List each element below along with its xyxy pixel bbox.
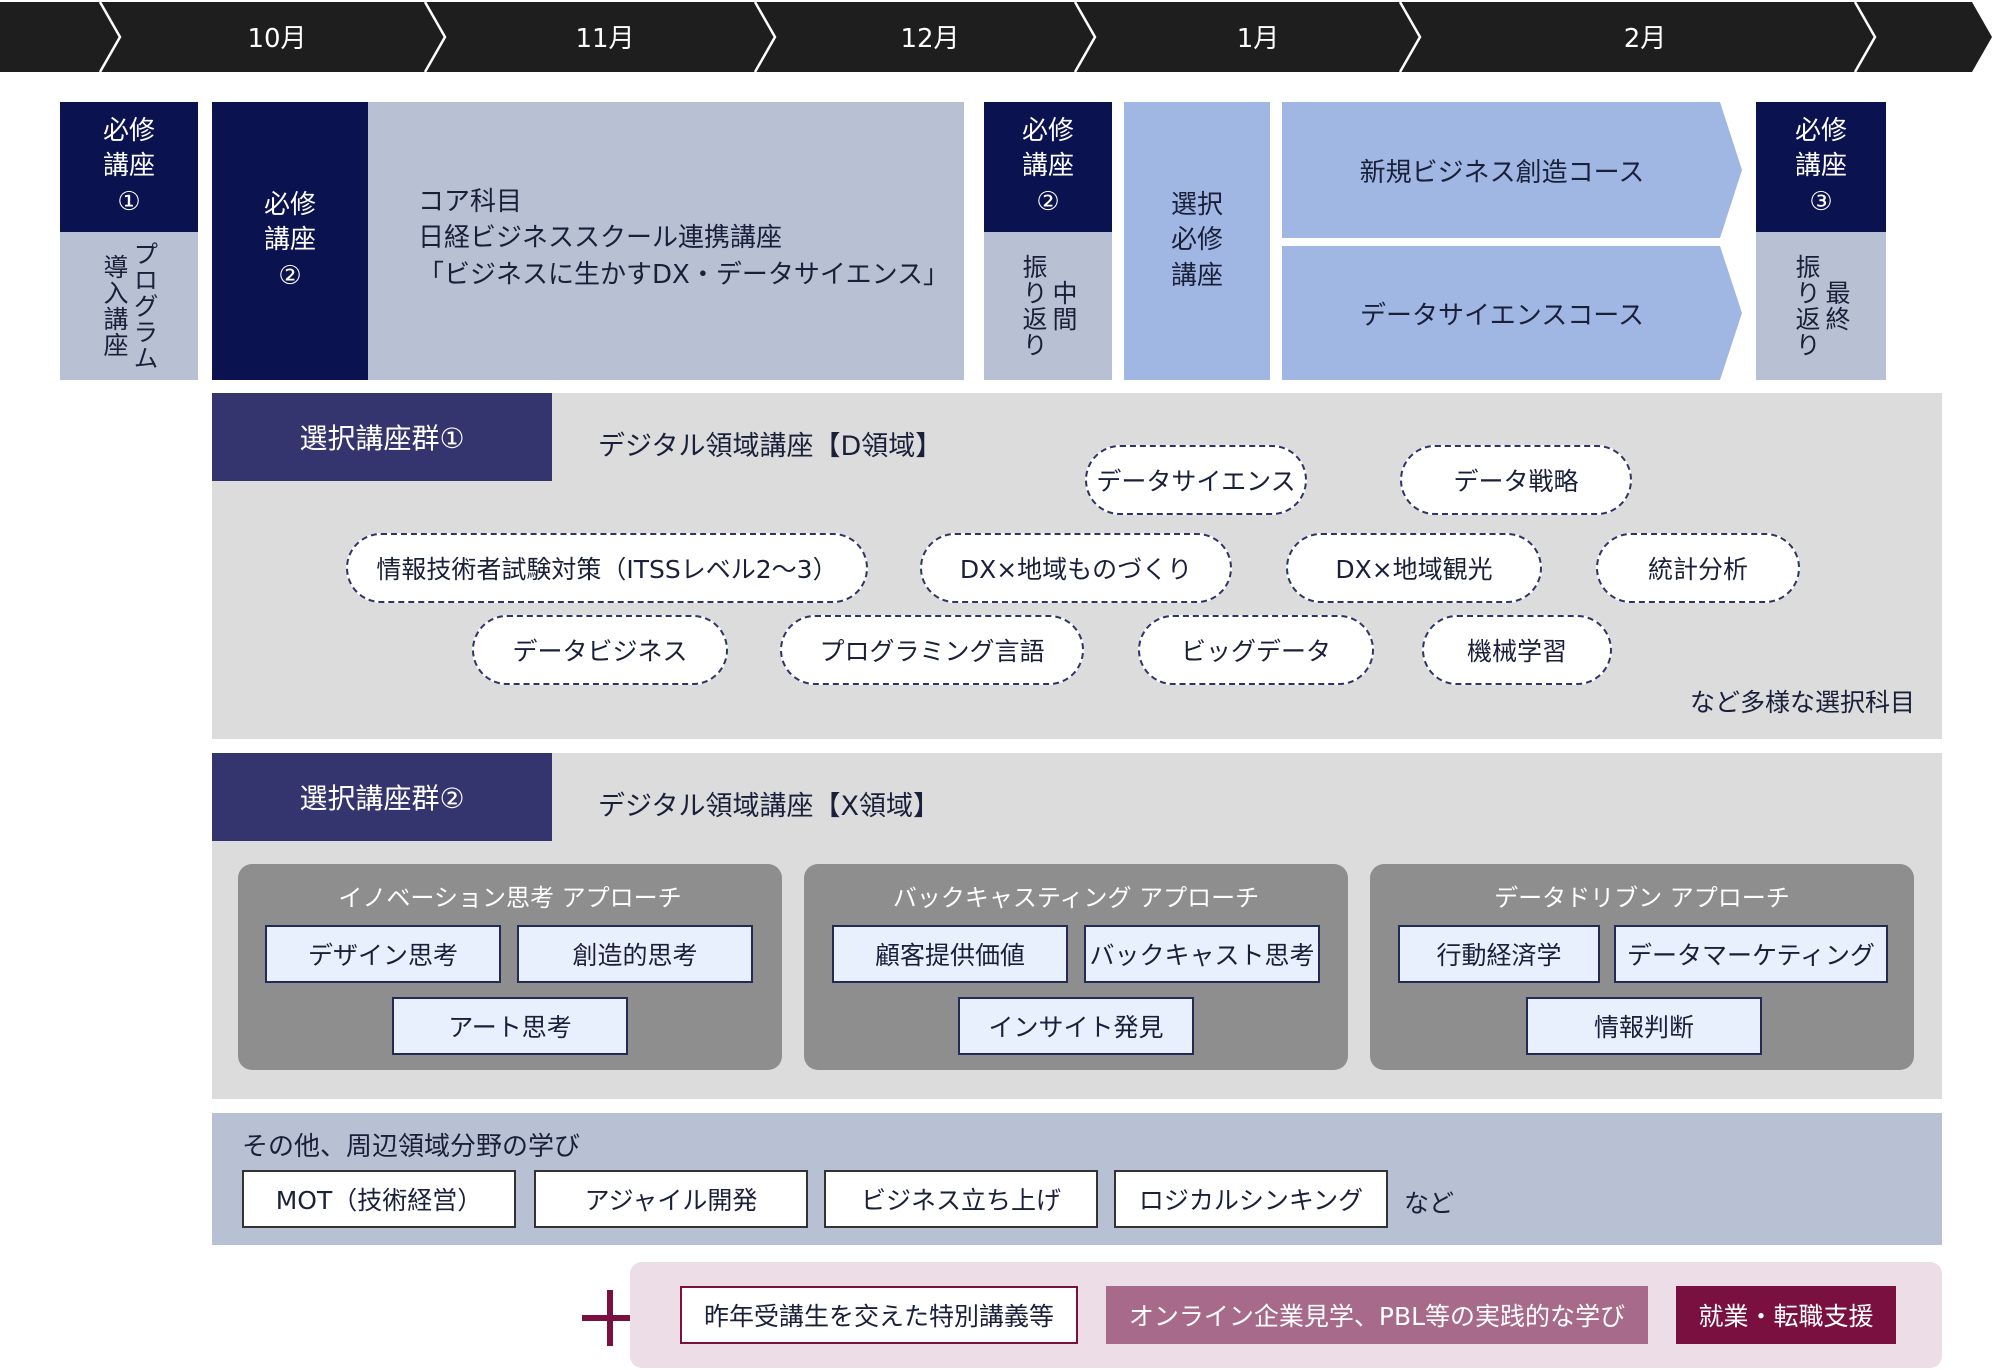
required3-block: 必修 講座 ③	[1756, 102, 1886, 232]
group1-head: 選択講座群①	[212, 393, 552, 481]
extras-company-visits: オンライン企業見学、PBL等の実践的な学び	[1106, 1286, 1648, 1344]
extras-career-support: 就業・転職支援	[1676, 1286, 1896, 1344]
others-agile: アジャイル開発	[534, 1170, 808, 1228]
chip-creative-thinking: 創造的思考	[517, 925, 753, 983]
required2-core-title: 必修 講座 ②	[212, 102, 368, 380]
others-business-launch: ビジネス立ち上げ	[824, 1170, 1098, 1228]
approach-innovation-title: イノベーション思考 アプローチ	[338, 884, 682, 912]
group2-head: 選択講座群②	[212, 753, 552, 841]
month-feb: 2月	[1623, 24, 1667, 54]
elective-required-block: 選択 必修 講座	[1124, 102, 1270, 380]
month-oct: 10月	[247, 24, 307, 54]
pill-data-science: データサイエンス	[1085, 445, 1307, 515]
plus-icon	[582, 1290, 638, 1346]
chip-backcast-thinking: バックキャスト思考	[1084, 925, 1320, 983]
pill-itss: 情報技術者試験対策（ITSSレベル2～3）	[346, 533, 868, 603]
pill-statistics: 統計分析	[1596, 533, 1800, 603]
pill-data-strategy: データ戦略	[1400, 445, 1632, 515]
chip-design-thinking: デザイン思考	[265, 925, 501, 983]
timeline-bar	[0, 1, 1992, 73]
others-mot: MOT（技術経営）	[242, 1170, 516, 1228]
course-new-business: 新規ビジネス創造コース	[1359, 157, 1645, 188]
required3-sub-block: 最終 振り返り	[1756, 232, 1886, 380]
approach-backcasting-title: バックキャスティング アプローチ	[892, 884, 1260, 912]
month-jan: 1月	[1236, 24, 1280, 54]
required2-mid-block: 必修 講座 ②	[984, 102, 1112, 232]
pill-machine-learning: 機械学習	[1422, 615, 1612, 685]
extras-special-lecture: 昨年受講生を交えた特別講義等	[680, 1286, 1078, 1344]
pill-big-data: ビッグデータ	[1138, 615, 1374, 685]
group1-subtitle: デジタル領域講座【D領域】	[598, 431, 943, 462]
chip-behavioral-economics: 行動経済学	[1398, 925, 1600, 983]
final-review-label: 最終 振り返り	[1792, 254, 1851, 358]
required2-mid-sub-block: 中間 振り返り	[984, 232, 1112, 380]
core-course-text: コア科目 日経ビジネススクール連携講座 「ビジネスに生かすDX・データサイエンス…	[418, 187, 950, 290]
pill-data-business: データビジネス	[472, 615, 728, 685]
chip-information-judgment: 情報判断	[1526, 997, 1762, 1055]
pill-programming: プログラミング言語	[780, 615, 1084, 685]
required1-block: 必修 講座 ①	[60, 102, 198, 232]
pill-dx-manufacturing: DX×地域ものづくり	[920, 533, 1232, 603]
course-data-science: データサイエンスコース	[1360, 300, 1644, 331]
others-title: その他、周辺領域分野の学び	[242, 1132, 581, 1162]
month-dec: 12月	[900, 24, 960, 54]
chip-data-marketing: データマーケティング	[1614, 925, 1888, 983]
required1-sub-block: プログラム 導入講座	[60, 232, 198, 380]
group2-subtitle: デジタル領域講座【X領域】	[598, 791, 940, 822]
mid-review-label: 中間 振り返り	[1019, 254, 1078, 358]
group1-note: など多様な選択科目	[1689, 688, 1915, 717]
chip-art-thinking: アート思考	[392, 997, 628, 1055]
others-logical-thinking: ロジカルシンキング	[1114, 1170, 1388, 1228]
chip-customer-value: 顧客提供価値	[832, 925, 1068, 983]
chip-insight-discovery: インサイト発見	[958, 997, 1194, 1055]
pill-dx-tourism: DX×地域観光	[1286, 533, 1542, 603]
course-arrows	[1282, 102, 1742, 380]
approach-data-driven-title: データドリブン アプローチ	[1494, 884, 1790, 912]
month-nov: 11月	[575, 24, 635, 54]
others-suffix: など	[1404, 1189, 1455, 1218]
required1-sub-label: プログラム 導入講座	[100, 241, 159, 371]
